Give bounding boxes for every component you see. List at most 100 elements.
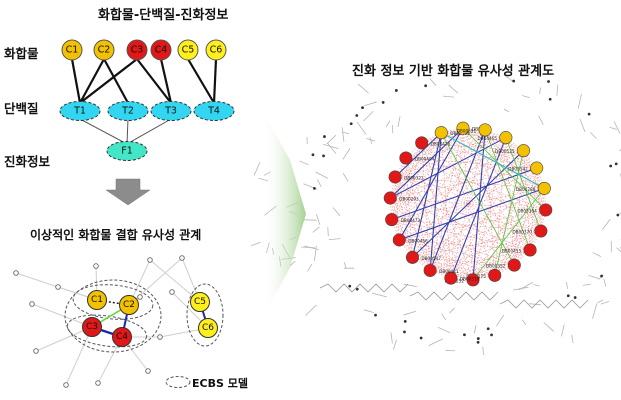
molecule-fragment	[597, 299, 604, 304]
outer-dot	[311, 153, 315, 157]
network-node-label: DB00404	[415, 157, 435, 162]
outer-dot	[566, 294, 570, 298]
network-node	[392, 233, 406, 247]
network-node	[466, 273, 480, 287]
title-evolution-network: 진화 정보 기반 화합물 유사성 관계도	[352, 64, 555, 79]
outer-dot	[486, 327, 490, 331]
molecule-fragment	[613, 121, 621, 134]
molecule-fragment	[602, 218, 611, 230]
molecule-fragment	[571, 334, 574, 344]
protein-node-label: T1	[73, 106, 86, 117]
molecule-fragment	[518, 281, 534, 291]
strong-similarity-edge	[429, 129, 486, 271]
compound-protein-link	[212, 58, 218, 104]
background-node	[93, 263, 99, 269]
network-edges	[389, 127, 547, 281]
similarity-edge	[391, 128, 464, 220]
ecbs-ellipse-c5-c6	[186, 283, 224, 347]
molecule-fragment	[314, 245, 317, 261]
compound-protein-link	[187, 58, 215, 104]
similarity-edge	[390, 197, 546, 211]
right-arrow	[262, 110, 306, 318]
molecule-fragment	[556, 84, 559, 96]
similarity-edge	[412, 257, 515, 266]
background-edge	[149, 259, 201, 303]
molecule-fragment	[609, 127, 618, 130]
compound-node-c6	[205, 39, 227, 61]
molecule-fragment	[253, 162, 261, 176]
similarity-edge	[412, 209, 546, 258]
ideal-node-c1	[87, 290, 107, 310]
molecule-fragment	[300, 246, 315, 249]
outer-dot	[394, 89, 398, 92]
network-node	[517, 144, 531, 158]
outer-dot	[609, 164, 613, 168]
molecule-fragment	[603, 278, 607, 287]
similarity-edge	[394, 176, 515, 266]
network-node-label: DB00352	[486, 264, 506, 269]
network-node	[456, 121, 470, 135]
molecule-fragment	[403, 310, 416, 316]
network-node-label: DB03426	[431, 141, 451, 146]
network-node-label: DB00551	[457, 128, 477, 133]
similarity-edge	[395, 150, 524, 178]
network-node-label: DB03542	[508, 167, 528, 172]
network-node	[383, 191, 397, 205]
molecule-fragment	[579, 118, 586, 133]
similarity-edge	[472, 137, 507, 280]
network-node-label: DB00473	[401, 218, 421, 223]
molecule-fragment	[522, 319, 527, 326]
molecule-fragment	[290, 260, 296, 266]
molecule-fragment	[357, 83, 369, 94]
similarity-edge	[450, 230, 541, 279]
molecule-fragment	[443, 95, 455, 98]
similarity-edge	[421, 142, 474, 280]
molecule-fragment	[307, 263, 313, 272]
molecule-fragment	[600, 300, 610, 305]
network-node	[530, 161, 544, 175]
ideal-node-c4	[112, 327, 132, 347]
molecule-fragment	[393, 339, 397, 350]
molecule-fragment	[437, 327, 451, 334]
compound-node-c1	[61, 39, 83, 61]
outer-dot	[403, 319, 407, 323]
similarity-edge	[412, 230, 541, 258]
protein-node-t3	[150, 101, 192, 121]
protein-node-label: T3	[164, 106, 177, 117]
molecule-fragment	[342, 173, 349, 182]
network-node-label: DB00455	[502, 248, 522, 253]
ideal-node-label: C5	[194, 297, 206, 307]
compound-node-c4	[150, 39, 172, 61]
chain-fragment	[319, 283, 409, 293]
outer-dot	[355, 287, 359, 291]
strong-similarity-edge	[394, 132, 442, 178]
protein-family-link	[79, 118, 128, 145]
molecule-fragment	[538, 115, 544, 125]
molecule-fragment	[363, 110, 374, 122]
molecule-fragment	[343, 262, 347, 269]
outer-dot	[323, 135, 326, 138]
ecbs-ellipse-c1-c4	[64, 279, 162, 353]
compound-node-label: C5	[182, 45, 195, 56]
outer-dot	[463, 333, 466, 337]
similarity-edge	[421, 142, 545, 189]
background-node	[29, 301, 35, 307]
network-node	[478, 123, 492, 137]
legend-ecbs-label: ECBS 모델	[192, 377, 248, 390]
similarity-edge	[405, 157, 537, 169]
network-node-label: DB00547	[421, 256, 441, 261]
molecule-fragment	[539, 87, 541, 94]
network-node-label: DB04288	[516, 187, 536, 192]
similarity-edge	[390, 167, 537, 199]
similarity-edge	[399, 167, 537, 241]
similarity-edge	[450, 150, 524, 279]
molecule-fragment	[566, 281, 568, 289]
compound-node-label: C4	[155, 45, 168, 56]
outer-dot	[512, 79, 516, 83]
similarity-edge	[390, 132, 442, 199]
similarity-edge	[395, 176, 541, 232]
background-node	[55, 284, 61, 290]
outer-dot	[600, 274, 603, 278]
outer-dot	[349, 122, 353, 126]
